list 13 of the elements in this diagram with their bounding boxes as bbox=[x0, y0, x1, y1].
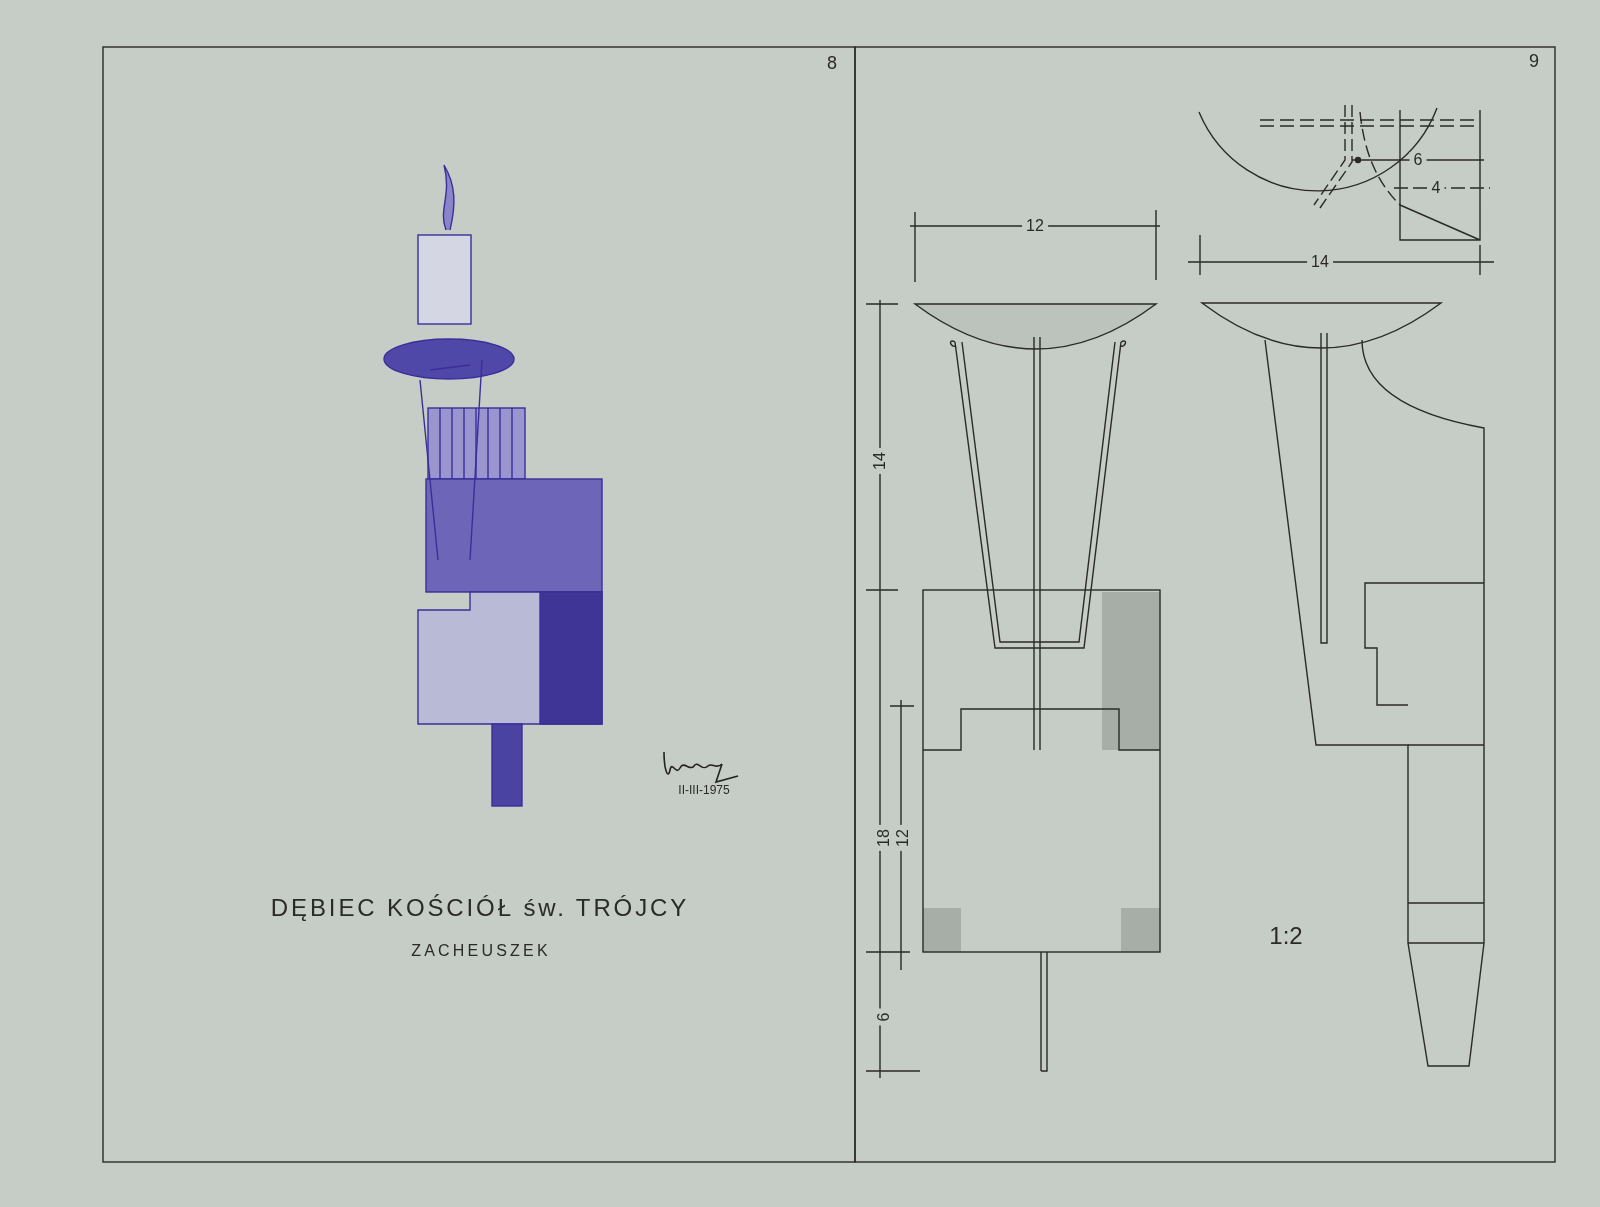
date: II-III-1975 bbox=[678, 784, 730, 796]
dimension-value: 12 bbox=[895, 825, 911, 851]
dimension-value: 14 bbox=[1307, 254, 1333, 270]
object-name: ZACHEUSZEK bbox=[411, 943, 551, 959]
drawing-title: DĘBIEC KOŚCIÓŁ św. TRÓJCY bbox=[270, 893, 690, 923]
page-number: 9 bbox=[1529, 52, 1539, 70]
page-number: 8 bbox=[827, 54, 837, 72]
dimension-value: 12 bbox=[1022, 218, 1048, 234]
dimension-value: 6 bbox=[1409, 152, 1427, 168]
dimension-value: 6 bbox=[876, 1008, 892, 1026]
dimension-value: 14 bbox=[872, 448, 888, 474]
scale-note: 1:2 bbox=[1269, 924, 1303, 948]
dimension-value: 18 bbox=[876, 825, 892, 851]
